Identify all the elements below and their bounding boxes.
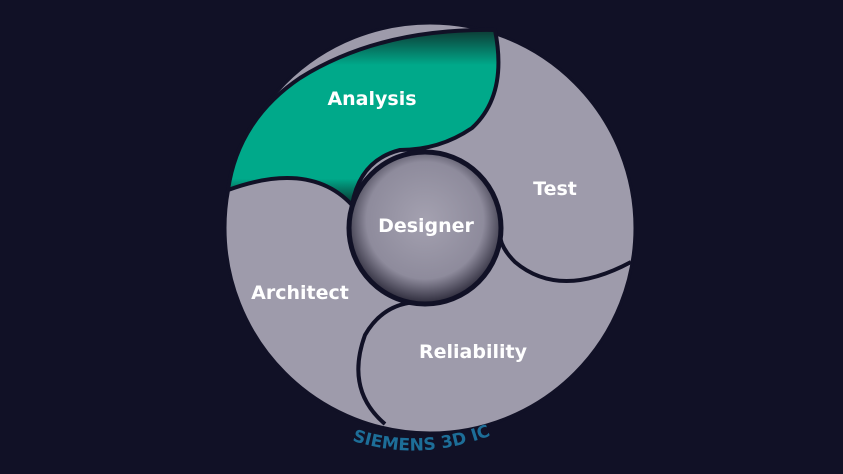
label-analysis: Analysis	[327, 88, 416, 110]
label-reliability: Reliability	[419, 341, 528, 363]
label-architect: Architect	[251, 282, 349, 304]
label-test: Test	[533, 178, 577, 200]
divider-architect-reliability	[356, 300, 416, 426]
label-designer: Designer	[378, 215, 474, 237]
center-circle[interactable]	[346, 149, 504, 307]
